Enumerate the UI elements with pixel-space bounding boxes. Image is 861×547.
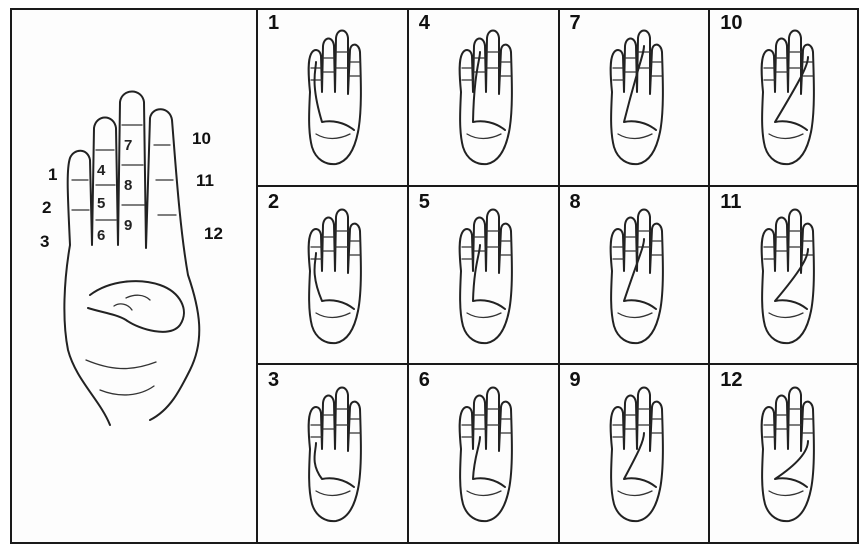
svg-text:6: 6 [97,227,105,244]
gesture-number: 1 [268,12,279,35]
gesture-cell: 3 [256,365,407,544]
gesture-cell: 7 [558,8,709,187]
palm-crease [316,134,350,139]
svg-text:4: 4 [97,162,106,179]
hand-outline [610,31,662,165]
thumb [775,441,808,487]
svg-text:7: 7 [124,137,132,154]
gesture-cell: 6 [407,365,558,544]
hand-outline [309,209,361,343]
hand-sketch [594,201,674,356]
hand-sketch [594,22,674,177]
hand-sketch [745,201,825,356]
position-label-10: 10 [192,129,211,149]
gesture-cell: 11 [708,187,859,366]
hand-outline [610,209,662,343]
hand-outline [761,209,813,343]
palm-crease [769,134,803,139]
svg-text:9: 9 [124,217,132,234]
hand-outline [460,31,512,165]
gesture-number: 5 [419,191,430,214]
palm-crease [467,134,501,139]
gesture-number: 3 [268,369,279,392]
svg-text:5: 5 [97,195,105,212]
palm-crease [467,491,501,496]
hand-outline [761,31,813,165]
position-label-3: 3 [40,232,49,252]
hand-sketch [292,379,372,534]
gesture-number: 6 [419,369,430,392]
gesture-number: 4 [419,12,430,35]
gesture-cell: 5 [407,187,558,366]
hand-sketch [443,379,523,534]
hand-sketch [745,379,825,534]
hand-sketch [745,22,825,177]
hand-sketch [292,22,372,177]
thumb [775,249,808,309]
hand-outline [460,209,512,343]
palm-crease [769,491,803,496]
palm-crease [618,491,652,496]
gesture-cell: 8 [558,187,709,366]
hand-sketch [594,379,674,534]
gesture-grid: 1 4 7 10 2 5 8 11 3 6 9 12 [256,8,859,544]
hand-outline [460,388,512,522]
gesture-number: 10 [720,12,742,35]
gesture-number: 12 [720,369,742,392]
hand-sketch [292,201,372,356]
hand-sketch [443,22,523,177]
position-label-2: 2 [42,198,51,218]
position-label-12: 12 [204,224,223,244]
gesture-number: 2 [268,191,279,214]
svg-text:8: 8 [124,177,132,194]
gesture-cell: 1 [256,8,407,187]
palm-crease [618,134,652,139]
palm-crease [618,313,652,318]
gesture-cell: 2 [256,187,407,366]
gesture-number: 8 [570,191,581,214]
gesture-cell: 10 [708,8,859,187]
palm-crease [316,491,350,496]
gesture-cell: 9 [558,365,709,544]
gesture-cell: 12 [708,365,859,544]
palm-crease [467,313,501,318]
position-label-11: 11 [196,171,214,191]
palm-crease [316,313,350,318]
hand-outline [309,388,361,522]
hand-outline [761,388,813,522]
palm-crease [769,313,803,318]
gesture-number: 7 [570,12,581,35]
gesture-cell: 4 [407,8,558,187]
hand-sketch [443,201,523,356]
position-label-1: 1 [48,165,57,185]
gesture-number: 9 [570,369,581,392]
gesture-number: 11 [720,191,741,214]
